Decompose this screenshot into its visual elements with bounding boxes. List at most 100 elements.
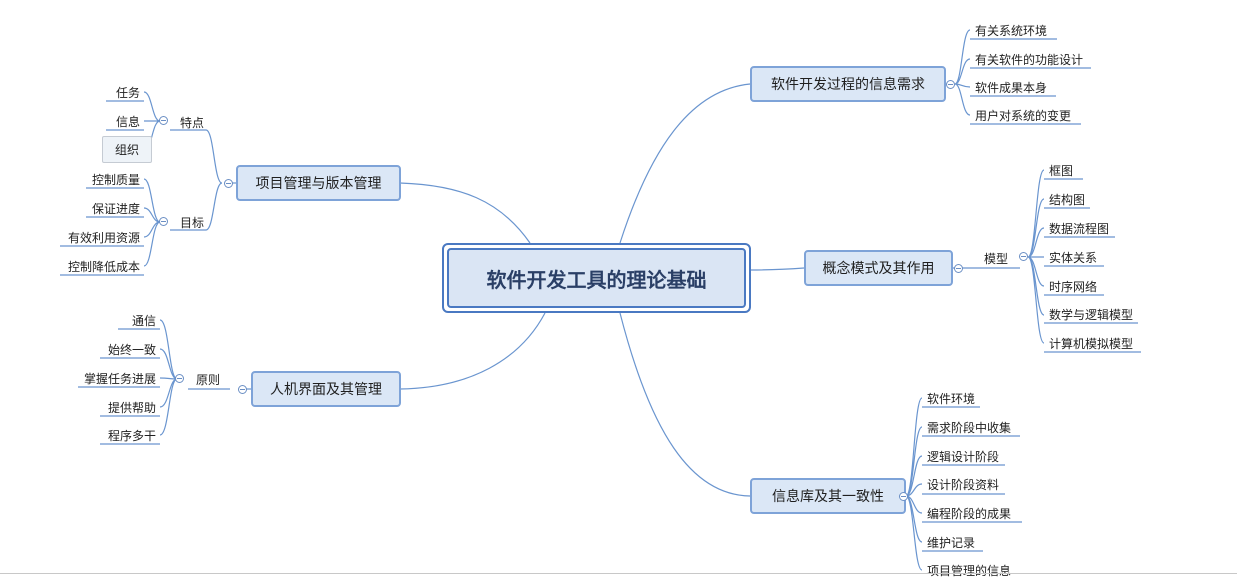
leaf-label: 数学与逻辑模型 bbox=[1049, 307, 1134, 322]
central-topic[interactable]: 软件开发工具的理论基础 bbox=[442, 243, 751, 313]
leaf-label: 实体关系 bbox=[1049, 250, 1098, 265]
central-topic-label: 软件开发工具的理论基础 bbox=[447, 248, 746, 308]
leaf-label: 设计阶段资料 bbox=[927, 477, 1000, 492]
leaf-principle-4[interactable]: 提供帮助 bbox=[80, 397, 160, 417]
leaf-feature-1[interactable]: 任务 bbox=[100, 82, 144, 102]
leaf-label: 框图 bbox=[1049, 163, 1074, 178]
leaf-repo-5[interactable]: 编程阶段的成果 bbox=[923, 503, 1015, 523]
topic-project[interactable]: 项目管理与版本管理 bbox=[236, 165, 401, 201]
topic-concept-label: 概念模式及其作用 bbox=[822, 261, 935, 277]
subtopic-principles[interactable]: 原则 bbox=[188, 369, 228, 389]
collapse-icon[interactable] bbox=[1019, 252, 1028, 261]
collapse-icon[interactable] bbox=[159, 217, 168, 226]
connector-project bbox=[399, 182, 531, 244]
collapse-icon[interactable] bbox=[175, 374, 184, 383]
leaf-feature-2[interactable]: 信息 bbox=[100, 111, 144, 131]
leaf-model-6[interactable]: 数学与逻辑模型 bbox=[1045, 304, 1137, 324]
leaf-info-1[interactable]: 有关系统环境 bbox=[971, 20, 1051, 40]
connector-repo bbox=[619, 312, 751, 497]
leaf-label: 掌握任务进展 bbox=[83, 371, 156, 386]
leaf-label: 逻辑设计阶段 bbox=[927, 449, 1000, 464]
leaf-principle-5[interactable]: 程序多干 bbox=[80, 425, 160, 445]
bracket-repo bbox=[905, 397, 923, 571]
leaf-repo-2[interactable]: 需求阶段中收集 bbox=[923, 417, 1015, 437]
leaf-principle-2[interactable]: 始终一致 bbox=[80, 339, 160, 359]
leaf-model-5[interactable]: 时序网络 bbox=[1045, 276, 1101, 296]
leaf-label: 程序多干 bbox=[107, 428, 156, 443]
leaf-label: 时序网络 bbox=[1049, 279, 1098, 294]
leaf-principle-3[interactable]: 掌握任务进展 bbox=[60, 368, 160, 388]
subtopic-label: 目标 bbox=[179, 215, 204, 230]
leaf-label: 信息 bbox=[115, 114, 140, 129]
leaf-label: 通信 bbox=[131, 313, 156, 328]
leaf-label: 提供帮助 bbox=[107, 400, 156, 415]
bracket-project bbox=[205, 129, 223, 231]
leaf-info-2[interactable]: 有关软件的功能设计 bbox=[971, 49, 1087, 69]
leaf-label: 有关软件的功能设计 bbox=[975, 52, 1084, 67]
subtopic-features[interactable]: 特点 bbox=[172, 112, 212, 132]
leaf-repo-4[interactable]: 设计阶段资料 bbox=[923, 474, 1003, 494]
leaf-label: 需求阶段中收集 bbox=[927, 420, 1012, 435]
topic-info-needs[interactable]: 软件开发过程的信息需求 bbox=[750, 66, 946, 102]
collapse-icon[interactable] bbox=[954, 264, 963, 273]
leaf-repo-7[interactable]: 项目管理的信息 bbox=[923, 560, 1015, 580]
leaf-goal-4[interactable]: 控制降低成本 bbox=[44, 256, 144, 276]
collapse-icon[interactable] bbox=[224, 179, 233, 188]
subtopic-goals[interactable]: 目标 bbox=[172, 212, 212, 232]
leaf-info-4[interactable]: 用户对系统的变更 bbox=[971, 105, 1075, 125]
leaf-repo-1[interactable]: 软件环境 bbox=[923, 388, 979, 408]
collapse-icon[interactable] bbox=[238, 385, 247, 394]
leaf-label: 有关系统环境 bbox=[975, 23, 1048, 38]
bracket-goals bbox=[143, 178, 161, 267]
leaf-feature-3[interactable]: 组织 bbox=[102, 136, 152, 163]
leaf-label: 用户对系统的变更 bbox=[975, 108, 1072, 123]
leaf-repo-3[interactable]: 逻辑设计阶段 bbox=[923, 446, 1003, 466]
leaf-goal-1[interactable]: 控制质量 bbox=[66, 169, 144, 189]
topic-repo-label: 信息库及其一致性 bbox=[772, 489, 884, 505]
leaf-label: 控制质量 bbox=[91, 172, 140, 187]
subtopic-label: 特点 bbox=[179, 115, 204, 130]
bracket-model bbox=[1027, 169, 1045, 344]
leaf-label: 结构图 bbox=[1049, 192, 1086, 207]
leaf-principle-1[interactable]: 通信 bbox=[100, 310, 160, 330]
leaf-label: 软件成果本身 bbox=[975, 80, 1048, 95]
leaf-goal-2[interactable]: 保证进度 bbox=[66, 198, 144, 218]
connector-concept bbox=[750, 267, 805, 271]
topic-concept[interactable]: 概念模式及其作用 bbox=[804, 250, 953, 286]
leaf-model-1[interactable]: 框图 bbox=[1045, 160, 1077, 180]
topic-hci[interactable]: 人机界面及其管理 bbox=[251, 371, 401, 407]
leaf-label: 计算机模拟模型 bbox=[1049, 336, 1134, 351]
leaf-label: 任务 bbox=[115, 85, 140, 100]
topic-project-label: 项目管理与版本管理 bbox=[255, 176, 382, 192]
bracket-info-needs bbox=[954, 29, 971, 116]
leaf-label: 控制降低成本 bbox=[67, 259, 140, 274]
subtopic-label: 模型 bbox=[983, 251, 1008, 266]
subtopic-label: 原则 bbox=[195, 372, 220, 387]
connector-info-needs bbox=[619, 83, 751, 244]
topic-repo[interactable]: 信息库及其一致性 bbox=[750, 478, 906, 514]
subtopic-model[interactable]: 模型 bbox=[976, 248, 1016, 268]
leaf-repo-6[interactable]: 维护记录 bbox=[923, 532, 979, 552]
leaf-label: 编程阶段的成果 bbox=[927, 506, 1012, 521]
topic-info-needs-label: 软件开发过程的信息需求 bbox=[771, 77, 925, 93]
leaf-info-3[interactable]: 软件成果本身 bbox=[971, 77, 1051, 97]
leaf-model-3[interactable]: 数据流程图 bbox=[1045, 218, 1113, 238]
leaf-label: 始终一致 bbox=[107, 342, 156, 357]
leaf-model-2[interactable]: 结构图 bbox=[1045, 189, 1089, 209]
canvas-bottom-border bbox=[0, 573, 1237, 574]
collapse-icon[interactable] bbox=[159, 116, 168, 125]
leaf-label: 有效利用资源 bbox=[67, 230, 140, 245]
leaf-label: 项目管理的信息 bbox=[927, 563, 1012, 578]
leaf-label: 维护记录 bbox=[927, 535, 976, 550]
collapse-icon[interactable] bbox=[899, 492, 908, 501]
leaf-model-4[interactable]: 实体关系 bbox=[1045, 247, 1101, 267]
collapse-icon[interactable] bbox=[946, 80, 955, 89]
leaf-goal-3[interactable]: 有效利用资源 bbox=[44, 227, 144, 247]
bracket-principles bbox=[159, 319, 178, 436]
leaf-label: 软件环境 bbox=[927, 391, 976, 406]
topic-hci-label: 人机界面及其管理 bbox=[270, 382, 382, 398]
leaf-label: 组织 bbox=[114, 143, 139, 157]
leaf-label: 数据流程图 bbox=[1049, 221, 1110, 236]
leaf-model-7[interactable]: 计算机模拟模型 bbox=[1045, 333, 1137, 353]
